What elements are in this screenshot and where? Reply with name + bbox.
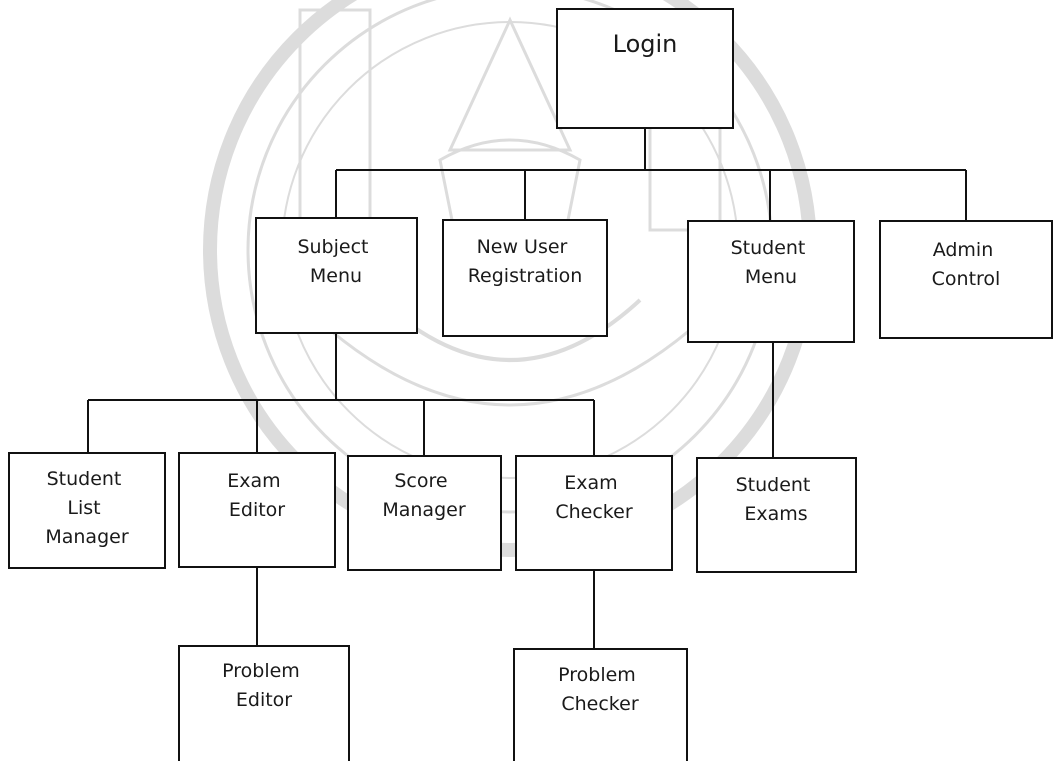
student-list-manager-label: Student List Manager — [45, 468, 128, 548]
login-label: Login — [613, 30, 678, 58]
score-manager-label: Score Manager — [382, 470, 465, 521]
student-menu-label: Student Menu — [731, 237, 812, 288]
admin-control-label: Admin Control — [932, 239, 1001, 290]
admin-control-node: Admin Control — [879, 220, 1053, 339]
new-user-registration-node: New User Registration — [442, 219, 608, 337]
problem-editor-node: Problem Editor — [178, 645, 350, 761]
login-node: Login — [556, 8, 734, 129]
exam-editor-label: Exam Editor — [227, 470, 286, 521]
subject-menu-node: Subject Menu — [255, 217, 418, 334]
score-manager-node: Score Manager — [347, 455, 502, 571]
exam-checker-label: Exam Checker — [555, 472, 632, 523]
student-exams-node: Student Exams — [696, 457, 857, 573]
student-menu-node: Student Menu — [687, 220, 855, 343]
student-list-manager-node: Student List Manager — [8, 452, 166, 569]
exam-checker-node: Exam Checker — [515, 455, 673, 571]
subject-menu-label: Subject Menu — [297, 236, 374, 287]
problem-editor-label: Problem Editor — [222, 660, 306, 711]
new-user-registration-label: New User Registration — [468, 236, 583, 287]
exam-editor-node: Exam Editor — [178, 452, 336, 568]
problem-checker-node: Problem Checker — [513, 648, 688, 761]
student-exams-label: Student Exams — [736, 474, 817, 525]
problem-checker-label: Problem Checker — [558, 664, 642, 715]
connectors — [87, 128, 967, 649]
